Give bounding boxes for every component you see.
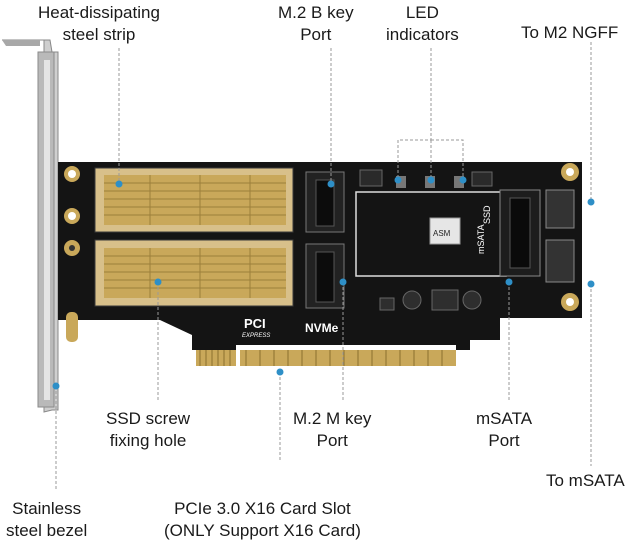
label-heat-strip: Heat-dissipating steel strip bbox=[38, 2, 160, 46]
label-heat-strip-line-1: Heat-dissipating bbox=[38, 3, 160, 22]
pci-logo: PCI bbox=[244, 316, 266, 331]
pci-express-text: EXPRESS bbox=[242, 333, 270, 339]
label-led: LED indicators bbox=[386, 2, 459, 46]
m2-b-key-connector bbox=[305, 171, 345, 233]
label-msata-port: mSATA Port bbox=[476, 408, 532, 452]
label-bezel-line-2: steel bezel bbox=[6, 521, 88, 540]
label-heat-strip-line-2: steel strip bbox=[62, 25, 136, 44]
label-to-ngff: To M2 NGFF bbox=[521, 22, 618, 44]
label-m2-m-key-line-1: M.2 M key bbox=[293, 409, 372, 428]
label-m2-m-key: M.2 M key Port bbox=[293, 408, 371, 452]
label-msata-port-line-1: mSATA bbox=[476, 409, 533, 428]
label-to-ngff-line-1: To M2 NGFF bbox=[521, 23, 619, 42]
heat-strip-upper bbox=[94, 167, 294, 233]
label-pcie-slot-line-2: (ONLY Support X16 Card) bbox=[164, 521, 361, 540]
msata-silk-text: mSATA bbox=[476, 224, 486, 254]
label-to-msata-line-1: To mSATA bbox=[546, 471, 625, 490]
chip-text: ASM bbox=[433, 229, 451, 238]
m2-m-key-connector bbox=[305, 243, 345, 309]
label-bezel-line-1: Stainless bbox=[12, 499, 82, 518]
ssd-silk-text: SSD bbox=[482, 205, 492, 224]
label-led-line-2: indicators bbox=[386, 25, 459, 44]
heat-strip-lower bbox=[94, 239, 294, 307]
leader-lines bbox=[55, 42, 592, 490]
label-m2-m-key-line-2: Port bbox=[316, 431, 348, 450]
callout-dots bbox=[52, 176, 595, 390]
label-m2-b-key: M.2 B key Port bbox=[278, 2, 354, 46]
label-bezel: Stainless steel bezel bbox=[6, 498, 87, 542]
steel-bezel bbox=[2, 39, 59, 413]
label-pcie-slot: PCIe 3.0 X16 Card Slot (ONLY Support X16… bbox=[164, 498, 361, 542]
pcie-gold-fingers bbox=[196, 350, 456, 366]
msata-area bbox=[355, 189, 575, 283]
label-ssd-screw-line-1: SSD screw bbox=[106, 409, 191, 428]
label-pcie-slot-line-1: PCIe 3.0 X16 Card Slot bbox=[174, 499, 351, 518]
label-ssd-screw-line-2: fixing hole bbox=[109, 431, 187, 450]
nvme-text: NVMe bbox=[305, 321, 339, 335]
label-m2-b-key-line-1: M.2 B key bbox=[278, 3, 354, 22]
label-led-line-1: LED bbox=[405, 3, 439, 22]
label-m2-b-key-line-2: Port bbox=[300, 25, 332, 44]
label-msata-port-line-2: Port bbox=[488, 431, 520, 450]
label-to-msata: To mSATA bbox=[546, 470, 625, 492]
label-ssd-screw: SSD screw fixing hole bbox=[106, 408, 190, 452]
